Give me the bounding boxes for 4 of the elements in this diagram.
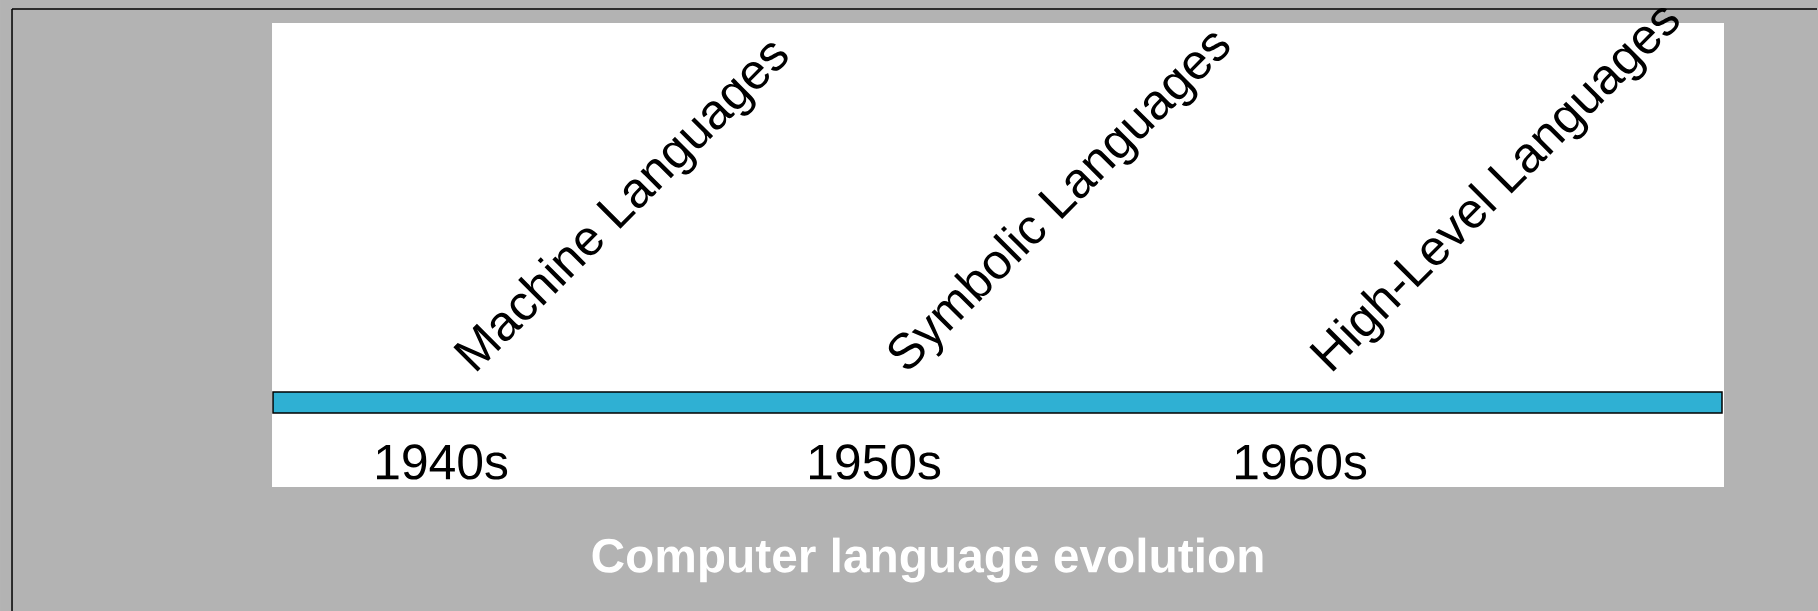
- year-label: 1940s: [377, 444, 508, 480]
- year-label: 1950s: [810, 444, 941, 480]
- caption: Computer language evolution: [592, 537, 1263, 583]
- year-label: 1960s: [1236, 444, 1367, 480]
